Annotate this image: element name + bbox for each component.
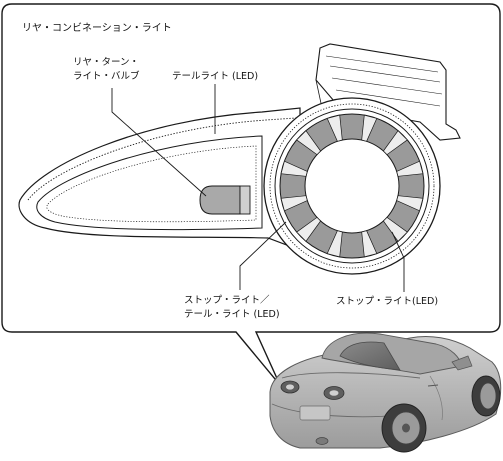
ring-segment-gap bbox=[361, 114, 378, 142]
ring-segment-gap bbox=[296, 216, 322, 242]
ring-segment-gap bbox=[326, 230, 343, 258]
ring-segment-gap bbox=[361, 230, 378, 258]
ring-segment-gap bbox=[326, 114, 343, 142]
tail-light-led-strip bbox=[27, 117, 297, 201]
leader-stop-led bbox=[391, 231, 405, 292]
leader-turn-bulb bbox=[111, 88, 207, 197]
label-stop-tail-line1: ストップ・ライト／ bbox=[184, 295, 270, 306]
ring-segment-gap bbox=[396, 160, 424, 177]
car-illustration bbox=[269, 332, 502, 453]
lamp-housing bbox=[18, 43, 461, 275]
ring-segment-gap bbox=[396, 195, 424, 212]
ring-segment-gap bbox=[382, 130, 408, 156]
label-stop-light-led: ストップ・ライト(LED) bbox=[336, 296, 439, 307]
diagram-title: リヤ・コンビネーション・ライト bbox=[22, 23, 172, 34]
ring-segment-gap bbox=[296, 130, 322, 156]
leader-lines bbox=[111, 84, 405, 292]
label-rear-turn-bulb-line2: ライト・バルブ bbox=[73, 71, 140, 82]
leader-stop-tail bbox=[239, 221, 287, 290]
label-stop-tail-line2: テール・ライト (LED) bbox=[184, 309, 280, 320]
rear-turn-bulb bbox=[199, 185, 251, 215]
label-rear-turn-bulb-line1: リヤ・ターン・ bbox=[73, 57, 140, 68]
ring-segment-gap bbox=[382, 216, 408, 242]
ring-segment-gap bbox=[280, 195, 308, 212]
ring-segment-gap bbox=[280, 160, 308, 177]
segment-dividers bbox=[280, 114, 424, 258]
label-tail-light-led: テールライト (LED) bbox=[172, 71, 259, 82]
